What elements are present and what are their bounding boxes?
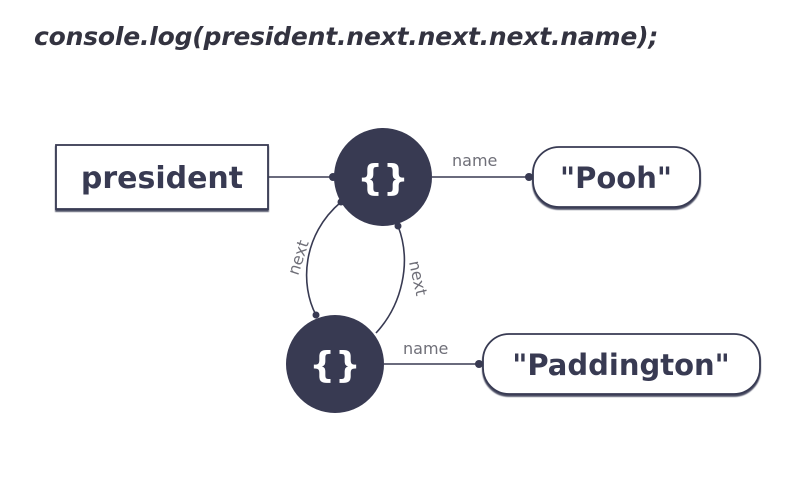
variable-label: president: [81, 161, 243, 196]
next-arc-right: [375, 225, 406, 334]
edge-label-name-bottom: name: [403, 339, 448, 358]
arc-end-dot: [312, 311, 320, 319]
wire-end-dot: [525, 173, 533, 181]
object-braces-icon: {}: [309, 345, 360, 386]
string-value-pooh: "Pooh": [532, 146, 701, 208]
wire-end-dot: [475, 360, 483, 368]
next-arc-left: [305, 201, 342, 316]
edge-label-name-top: name: [452, 151, 497, 170]
arc-end-dot: [394, 222, 402, 230]
string-label: "Paddington": [512, 348, 730, 382]
edge-label-next-right: next: [405, 259, 431, 298]
object-braces-icon: {}: [357, 158, 408, 199]
string-value-paddington: "Paddington": [482, 333, 761, 395]
object-node-2: {}: [286, 315, 384, 413]
string-label: "Pooh": [560, 161, 672, 195]
variable-president-box: president: [55, 144, 269, 210]
code-statement: console.log(president.next.next.next.nam…: [34, 22, 659, 51]
object-node-1: {}: [334, 128, 432, 226]
